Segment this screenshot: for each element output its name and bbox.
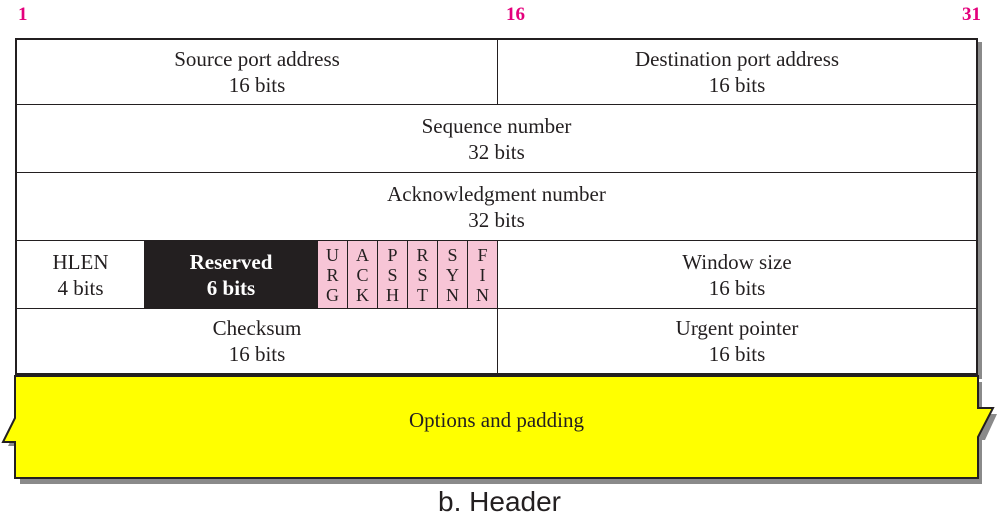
options-fill [1,375,995,479]
row-ack: Acknowledgment number 32 bits [17,173,976,241]
flag-letter: N [446,284,459,305]
hlen-label: HLEN [52,249,109,274]
ack-size: 32 bits [468,207,525,232]
flag-fin: F I N [468,241,498,308]
flag-letter: F [477,244,488,265]
flag-letter: S [417,264,428,285]
window-label: Window size [682,249,792,274]
flag-letter: T [417,284,428,305]
sequence-label: Sequence number [421,113,572,138]
bit-marker-start: 1 [18,4,28,25]
flag-letter: P [387,244,398,265]
flag-letter: Y [446,264,459,285]
reserved-cell: Reserved 6 bits [144,241,318,308]
hlen-cell: HLEN 4 bits [17,241,144,308]
flag-letter: C [356,264,369,285]
flag-letter: K [356,284,369,305]
checksum-size: 16 bits [228,342,286,366]
row-sequence: Sequence number 32 bits [17,105,976,173]
flag-letter: A [356,244,369,265]
dest-port-cell: Destination port address 16 bits [498,40,976,104]
source-port-size: 16 bits [228,73,286,97]
figure-caption: b. Header [438,486,561,517]
flag-rst: R S T [408,241,438,308]
reserved-size: 6 bits [206,275,256,300]
flag-letter: U [326,244,339,265]
flag-letter: S [447,244,458,265]
checksum-label: Checksum [212,316,302,340]
window-size: 16 bits [708,275,766,300]
source-port-cell: Source port address 16 bits [17,40,498,104]
reserved-label: Reserved [189,249,273,274]
window-cell: Window size 16 bits [498,241,976,308]
flag-letter: G [326,284,339,305]
flag-syn: S Y N [438,241,468,308]
flag-urg: U R G [318,241,348,308]
flag-letter: N [476,284,489,305]
flag-ack: A C K [348,241,378,308]
row-checksum: Checksum 16 bits Urgent pointer 16 bits [17,309,976,373]
bit-marker-middle: 16 [506,4,525,25]
sequence-cell: Sequence number 32 bits [17,105,976,172]
options-label: Options and padding [409,408,584,432]
hlen-size: 4 bits [57,275,104,300]
flag-letter: S [387,264,398,285]
flag-letter: R [326,264,339,285]
urgent-label: Urgent pointer [675,316,799,340]
dest-port-label: Destination port address [634,47,840,71]
flag-letter: H [386,284,399,305]
options-band [1,375,997,484]
row-control: HLEN 4 bits Reserved 6 bits U R G A C K … [17,241,976,309]
ack-label: Acknowledgment number [387,181,606,206]
flag-letter: R [416,244,429,265]
source-port-label: Source port address [174,47,340,71]
flag-psh: P S H [378,241,408,308]
ack-cell: Acknowledgment number 32 bits [17,173,976,240]
tcp-header-table: Source port address 16 bits Destination … [15,38,978,375]
row-ports: Source port address 16 bits Destination … [17,40,976,105]
bit-marker-end: 31 [962,4,981,25]
flag-letter: I [479,264,486,285]
urgent-size: 16 bits [708,342,766,366]
sequence-size: 32 bits [468,139,525,164]
checksum-cell: Checksum 16 bits [17,309,498,373]
urgent-cell: Urgent pointer 16 bits [498,309,976,373]
dest-port-size: 16 bits [708,73,766,97]
